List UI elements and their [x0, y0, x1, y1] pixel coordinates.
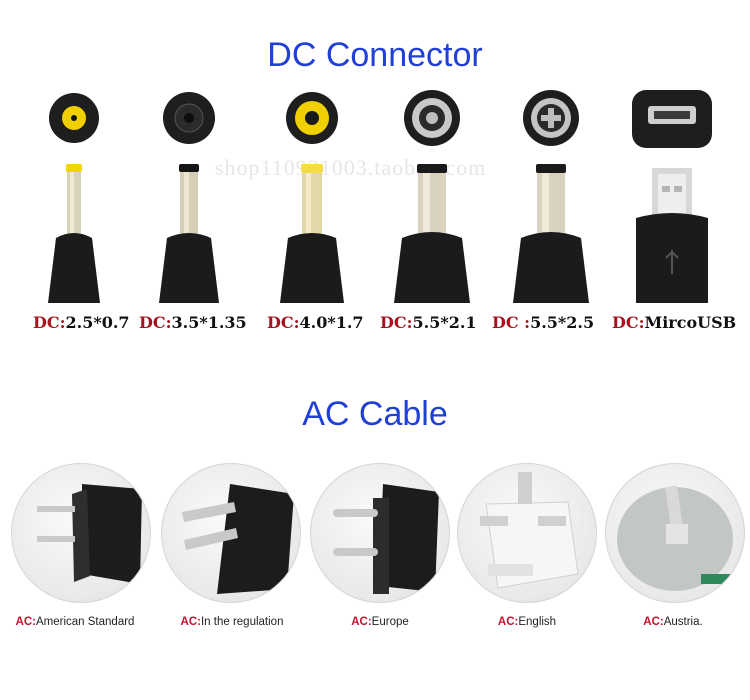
dc-label-2-5x0-7: DC:2.5*0.7: [33, 313, 130, 332]
ac-label-english: AC:English: [497, 616, 557, 628]
ac-plug-english-image: [457, 463, 597, 603]
ac-label-europe: AC:Europe: [351, 616, 409, 628]
dc-connector-5-5x2-5-image: [497, 88, 605, 303]
dc-connector-micro-usb-image: [618, 88, 726, 303]
dc-label-3-5x1-35: DC:3.5*1.35: [139, 313, 247, 332]
dc-label-5-5x2-1: DC:5.5*2.1: [380, 313, 477, 332]
dc-label-5-5x2-5: DC :5.5*2.5: [492, 313, 595, 332]
ac-plug-american-image: [11, 463, 151, 603]
dc-connector-4-0x1-7-image: [258, 88, 366, 303]
ac-plug-europe-image: [310, 463, 450, 603]
dc-connector-title: DC Connector: [267, 36, 483, 74]
ac-label-austria: AC:Austria.: [643, 616, 703, 628]
ac-plug-regulation-image: [161, 463, 301, 603]
dc-connector-5-5x2-1-image: [378, 88, 486, 303]
dc-label-4-0x1-7: DC:4.0*1.7: [267, 313, 364, 332]
ac-label-regulation: AC:In the regulation: [180, 616, 284, 628]
dc-connector-2-5x0-7-image: [20, 88, 128, 303]
dc-label-micro-usb: DC:MircoUSB: [612, 313, 737, 332]
ac-plug-austria-image: [605, 463, 745, 603]
dc-connector-3-5x1-35-image: [135, 88, 243, 303]
ac-cable-title: AC Cable: [302, 395, 448, 433]
ac-label-american: AC:American Standard: [15, 616, 135, 628]
